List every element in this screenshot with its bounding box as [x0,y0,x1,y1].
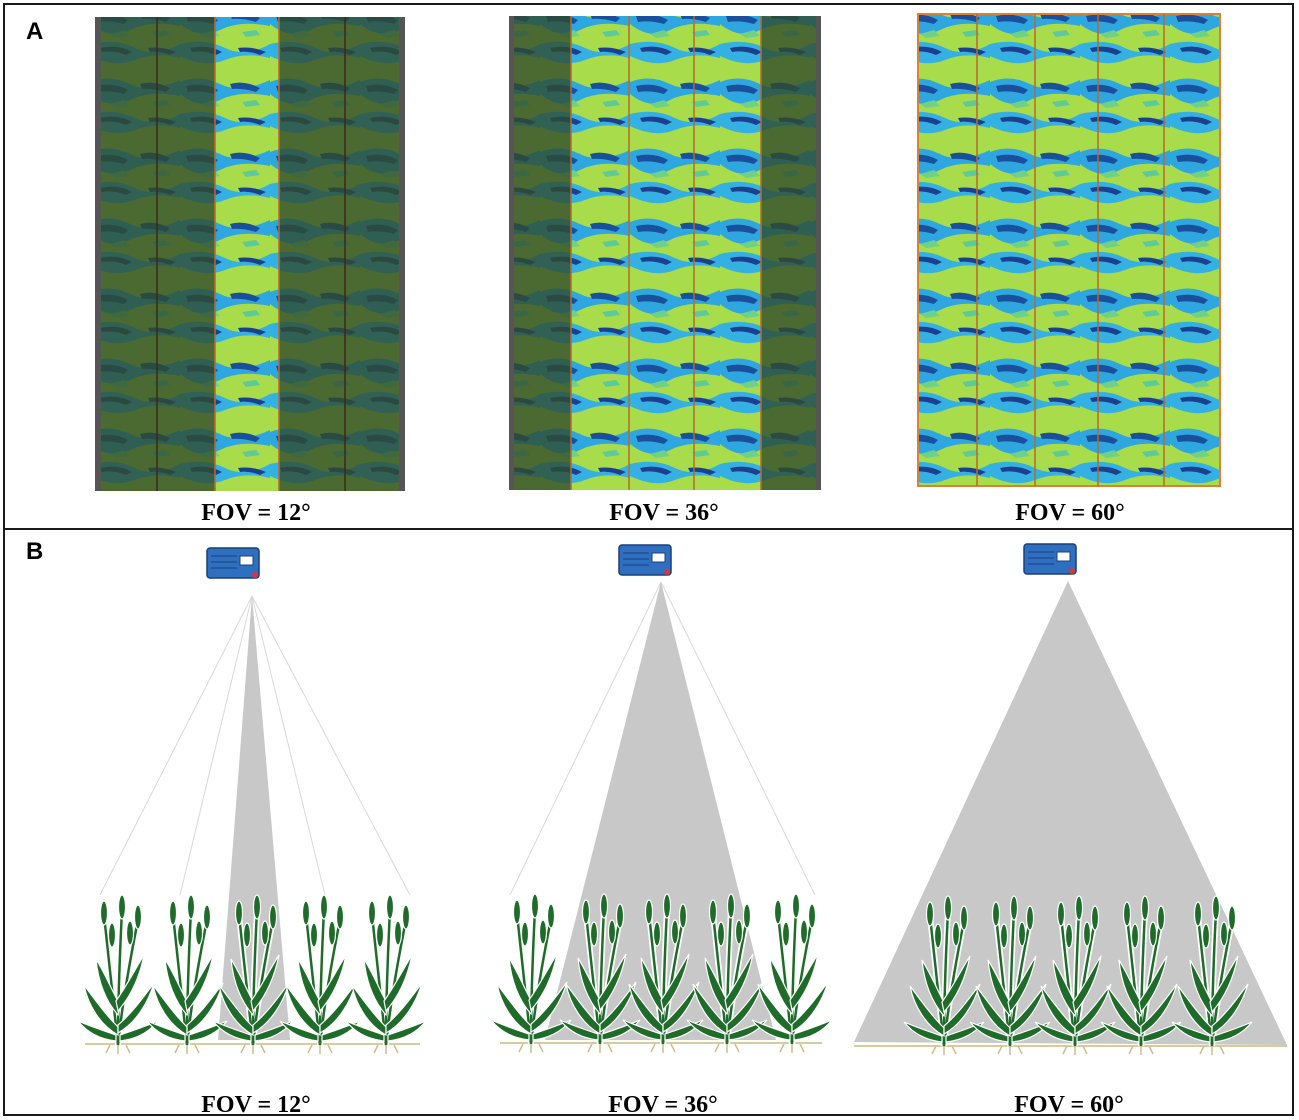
caption-a-fov-12: FOV = 12° [201,500,311,526]
wheat-plant-icon [345,894,427,1054]
caption-b-fov-36: FOV = 36° [608,1092,718,1118]
caption-b-fov-60: FOV = 60° [1014,1092,1124,1118]
caption-a-fov-60: FOV = 60° [1015,500,1125,526]
wheat-plant-icon [212,894,294,1054]
wheat-plant-icon [1100,895,1182,1055]
wheat-plant-icon [1034,895,1116,1055]
view-guide-lines [99,581,816,896]
sensor-icon [1023,543,1077,575]
wheat-plant-icon [969,895,1051,1055]
wheat-plant-icon [146,894,228,1054]
wheat-plant-icon [1171,895,1253,1055]
sensor-icon [618,544,672,576]
wheat-plant-icon [490,893,572,1053]
caption-a-fov-36: FOV = 36° [609,500,719,526]
wheat-plant-icon [559,893,641,1053]
wheat-plant-icon [77,894,159,1054]
panel-b-label: B [26,538,44,565]
wheat-plant-icon [279,894,361,1054]
canopy-image-fov-60 [917,13,1221,487]
sensor-icon [206,547,260,579]
canopy-image-fov-12 [95,17,405,491]
wheat-plant-icon [751,893,833,1053]
figure-frame [3,3,1294,1116]
wheat-plant-icon [622,893,704,1053]
canopy-image-fov-36 [509,16,821,490]
panel-divider [3,528,1294,530]
wheat-plant-icon [686,893,768,1053]
panel-a-label: A [26,18,44,45]
caption-b-fov-12: FOV = 12° [201,1092,311,1118]
